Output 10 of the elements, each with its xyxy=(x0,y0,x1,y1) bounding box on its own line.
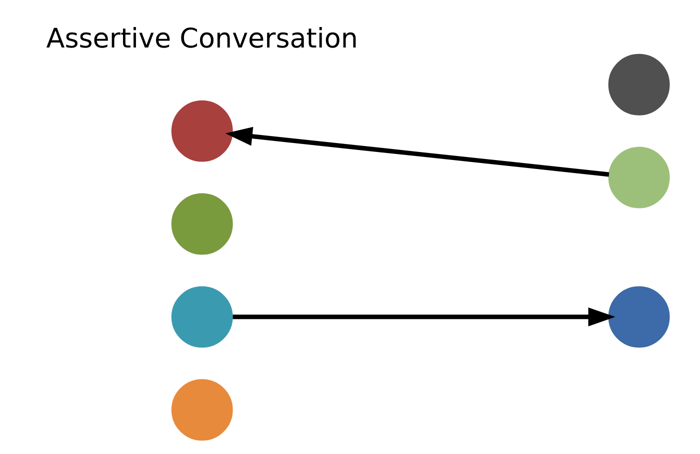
arrow xyxy=(232,307,615,326)
node-circle xyxy=(608,146,670,208)
node-circle xyxy=(608,286,670,348)
node-circle xyxy=(170,379,232,441)
node-circle xyxy=(608,54,670,116)
node-circle xyxy=(170,100,232,162)
label: Assertive Conversation xyxy=(46,24,358,55)
arrow xyxy=(224,126,609,177)
node-circle xyxy=(170,193,232,255)
node-circle xyxy=(170,286,232,348)
